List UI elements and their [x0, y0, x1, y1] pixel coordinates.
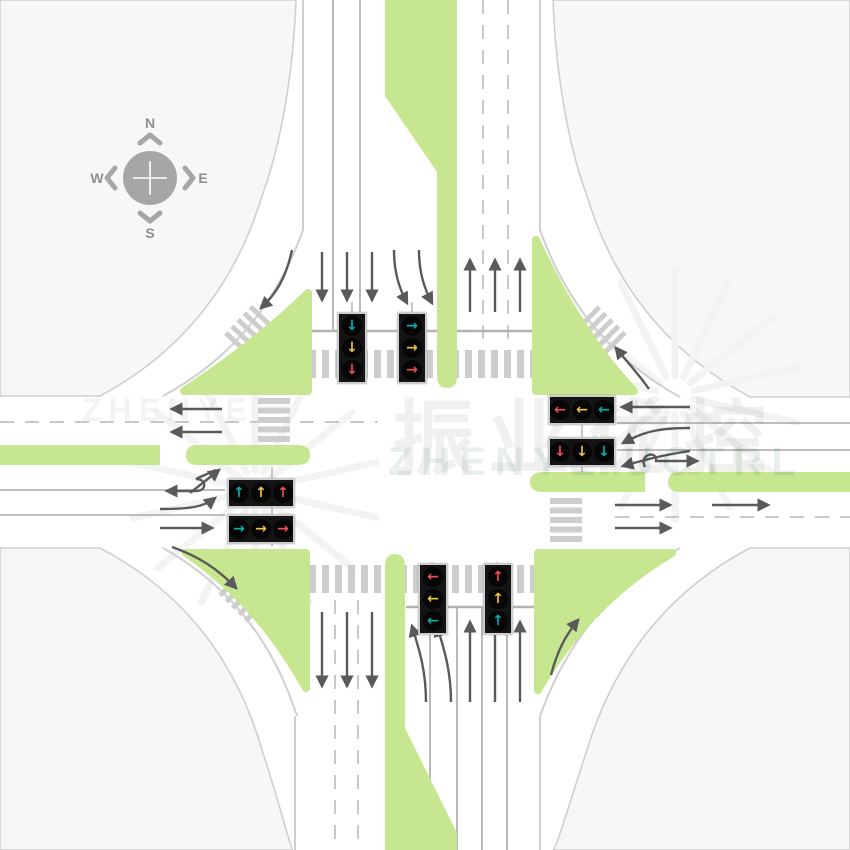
signal-lamp: ← — [572, 400, 592, 420]
offroad-sw — [0, 547, 294, 850]
slip-zebra-nw — [224, 301, 277, 356]
arrow-wb-left — [620, 426, 691, 445]
fan-blade — [270, 490, 380, 522]
arrow-wb-uturn — [642, 453, 700, 468]
signal-lamp: ↑ — [273, 483, 293, 503]
signal-lamp: ← — [550, 400, 570, 420]
green-median-west-b — [186, 445, 310, 465]
arrow-eb-left — [189, 468, 222, 494]
signal-south-left[interactable]: ← ← ← — [418, 563, 448, 635]
slip-zebra-ne — [576, 305, 629, 358]
signal-lamp: ↓ — [594, 442, 614, 462]
compass-label-n: N — [145, 115, 155, 131]
signal-lamp: → — [402, 360, 422, 380]
arrow-sb-left — [392, 249, 409, 306]
signal-east-through[interactable]: ← ← ← — [548, 395, 616, 425]
signal-lamp: → — [402, 316, 422, 336]
green-median-south — [385, 554, 457, 850]
green-island-nw — [180, 289, 312, 395]
fan-blade — [617, 279, 670, 381]
signal-south-through[interactable]: ↑ ↑ ↑ — [483, 563, 513, 635]
compass-rose: N S W E — [90, 115, 207, 241]
signal-lamp: ↑ — [488, 567, 508, 587]
signal-lamp: ↑ — [488, 611, 508, 631]
fan-blade — [686, 313, 776, 387]
green-island-ne — [532, 236, 638, 395]
green-median-north — [385, 0, 457, 388]
signal-north-left[interactable]: → → → — [397, 312, 427, 384]
arrow-sb-left — [417, 249, 434, 306]
green-median-west-a — [0, 445, 160, 465]
arrow-slip-nw — [259, 249, 294, 310]
signal-north-through[interactable]: ↓ ↓ ↓ — [337, 312, 367, 384]
signal-lamp: ← — [423, 611, 443, 631]
signal-lamp: ↑ — [251, 483, 271, 503]
compass-label-w: W — [90, 170, 104, 186]
signal-west-through[interactable]: → → → — [227, 514, 295, 544]
green-island-sw — [182, 549, 310, 692]
signal-east-left[interactable]: ↓ ↓ ↓ — [548, 437, 616, 467]
signal-lamp: ↑ — [229, 483, 249, 503]
fan-blade — [671, 410, 679, 523]
signal-lamp: ↑ — [488, 589, 508, 609]
compass-label-s: S — [145, 225, 154, 241]
compass-chevron-n — [137, 132, 163, 146]
signal-lamp: → — [402, 338, 422, 358]
signal-lamp: ← — [594, 400, 614, 420]
compass-label-e: E — [198, 170, 207, 186]
arrow-nb-left — [408, 623, 428, 703]
fan-blade — [154, 498, 244, 572]
green-median-east-a — [530, 472, 645, 492]
fan-blade — [679, 279, 733, 381]
signal-lamp: → — [273, 519, 293, 539]
signal-lamp: ↓ — [342, 316, 362, 336]
signal-west-left[interactable]: ↑ ↑ ↑ — [227, 478, 295, 508]
signal-lamp: ← — [423, 589, 443, 609]
signal-lamp: → — [229, 519, 249, 539]
signal-lamp: → — [251, 519, 271, 539]
signal-lamp: ↓ — [342, 338, 362, 358]
arrow-nb-left — [433, 623, 453, 703]
signal-lamp: ↓ — [342, 360, 362, 380]
signal-lamp: ← — [423, 567, 443, 587]
offroad-se — [552, 547, 850, 850]
compass-chevron-e — [182, 165, 196, 191]
green-island-se — [534, 549, 676, 694]
fan-blade — [690, 395, 800, 427]
green-median-east-b — [668, 472, 850, 492]
arrow-slip-sw — [171, 545, 238, 590]
signal-lamp: ↓ — [550, 442, 570, 462]
offroad-ne — [552, 0, 850, 398]
fan-blade — [671, 267, 679, 379]
compass-cross — [133, 161, 167, 195]
fan-blade — [686, 403, 776, 477]
fan-blade — [690, 363, 800, 395]
arrow-slip-ne — [614, 345, 650, 390]
signal-lamp: ↓ — [572, 442, 592, 462]
fan-blade — [270, 458, 380, 490]
arrow-slip-se — [549, 617, 580, 676]
arrow-eb-left — [159, 496, 218, 511]
compass-chevron-s — [137, 210, 163, 224]
compass-chevron-w — [104, 165, 118, 191]
